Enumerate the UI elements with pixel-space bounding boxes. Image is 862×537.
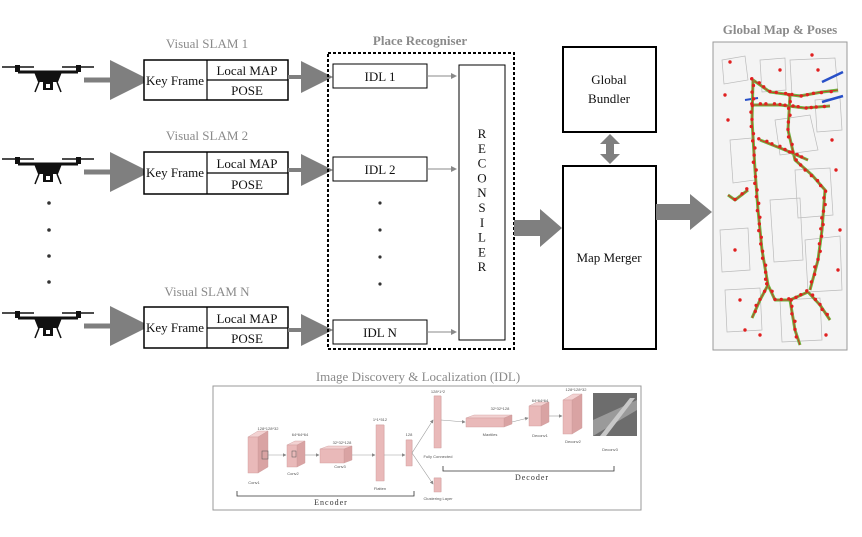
reconsiler-letter: C [478,156,487,171]
slam-title: Visual SLAM 1 [166,36,248,51]
idl-network-title: Image Discovery & Localization (IDL) [316,369,520,384]
dimension-label: 128 [406,432,413,437]
keyframe-label: Key Frame [146,320,204,335]
keyframe-label: Key Frame [146,165,204,180]
reconsiler-letter: E [478,141,486,156]
dimension-label: 64*64*64 [532,398,549,403]
reconsiler-letter: S [478,200,485,215]
reconsiler-letter: R [478,259,487,274]
idl-label: IDL N [363,325,397,340]
keyframe-label: Key Frame [146,73,204,88]
idl-label: IDL 1 [365,69,396,84]
dimension-label: 64*64*64 [292,432,309,437]
place-recogniser-title: Place Recogniser [373,33,467,48]
layer-label: Deconv1 [532,433,549,438]
drone-icon [2,157,94,185]
dense-128-layer [405,439,413,467]
conv1-layer [247,430,269,474]
global-map-image [712,41,848,351]
dimension-label: 32*32*128 [491,406,510,411]
reconsiler-letter: L [478,230,486,245]
idl-box: IDL 1 [332,63,428,89]
merger-to-map-arrow [656,194,712,230]
global-bundler-line2: Bundler [588,91,631,106]
reconsiler-letter: I [480,215,484,230]
global-bundler-line1: Global [591,72,627,87]
bundler-merger-double-arrow [600,134,620,164]
localmap-label: Local MAP [216,156,277,171]
recogniser-to-merger-arrow [514,209,562,247]
drone-icon [2,311,94,339]
layer-label: Flatten [374,486,386,491]
fully-connected-layer [433,395,442,449]
layer-label: Deconv2 [565,439,582,444]
dimension-label: 32*32*128 [333,440,352,445]
localmap-label: Local MAP [216,311,277,326]
global-bundler-box: Global Bundler [562,46,657,133]
localmap-label: Local MAP [216,63,277,78]
layer-label: Maxtiles [483,432,498,437]
slam-module: Key Frame Local MAP POSE [143,306,289,349]
slam-title: Visual SLAM N [164,284,250,299]
encoder-label: Encoder [314,498,348,507]
decoder-label: Decoder [515,473,549,482]
maxtiles-layer [465,414,513,428]
global-map-title: Global Map & Poses [723,22,837,37]
idl-ellipsis [378,201,382,286]
conv3-layer [319,445,353,464]
deconv1-layer [528,401,550,427]
layer-label: Fully Connected [424,454,453,459]
drone-group [2,65,94,339]
dimension-label: 128*128*32 [566,387,588,392]
deconv2-layer [562,393,583,435]
drone-icon [2,65,94,93]
dimension-label: 128*1*2 [431,389,446,394]
place-recogniser-frame [327,52,515,350]
layer-label: Clustering Layer [423,496,453,501]
decoder-bracket [442,466,615,472]
layer-label: Conv2 [287,471,299,476]
encoder-bracket [236,491,415,497]
reconsiler-box [458,64,506,341]
slam-title: Visual SLAM 2 [166,128,248,143]
dimension-label: 128*128*32 [258,426,280,431]
idl-label: IDL 2 [365,162,396,177]
map-merger-label: Map Merger [576,250,642,265]
drone-ellipsis [47,201,51,284]
slam-module: Key Frame Local MAP POSE [143,151,289,195]
output-image-thumbnail [593,393,637,436]
layer-label: Deconv3 [602,447,619,452]
reconsiler-letter: E [478,244,486,259]
idl-box: IDL 2 [332,156,428,182]
reconsiler-letter: R [478,126,487,141]
layer-label: Conv3 [334,464,346,469]
layer-label: Conv1 [248,480,260,485]
clustering-layer [433,477,442,493]
reconsiler-letter: N [477,185,487,200]
pose-label: POSE [231,177,263,192]
idl-box: IDL N [332,319,428,345]
pose-label: POSE [231,331,263,346]
map-merger-box: Map Merger [562,165,657,350]
slam-module: Key Frame Local MAP POSE [143,59,289,101]
reconsiler-letter: O [477,170,486,185]
dimension-label: 1*1*512 [373,417,388,422]
pose-label: POSE [231,83,263,98]
flatten-layer [375,424,385,482]
